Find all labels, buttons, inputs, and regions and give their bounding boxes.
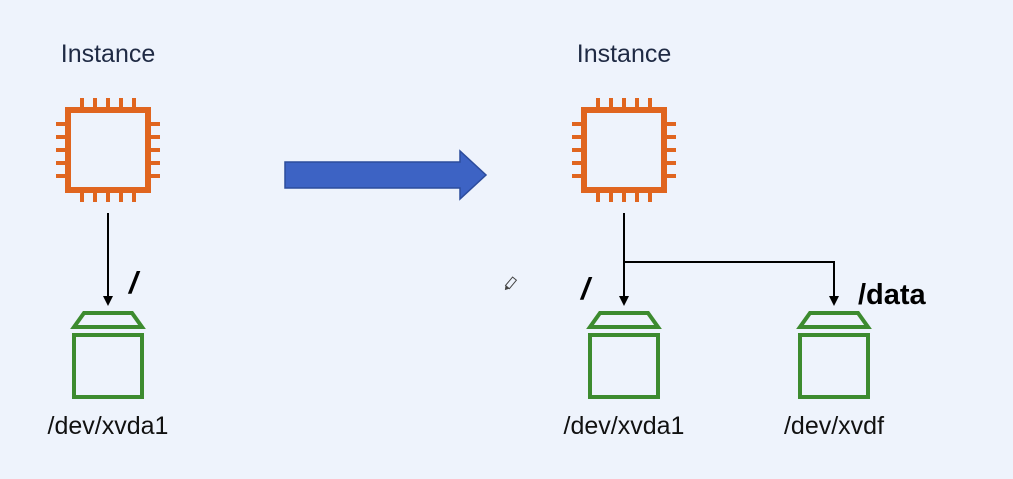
instance-title: Instance <box>60 40 156 68</box>
cpu-chip-icon <box>56 98 160 202</box>
cpu-chip-icon <box>572 98 676 202</box>
mount-point-label: / <box>129 265 138 300</box>
ebs-volume-icon <box>798 311 870 399</box>
device-label: /dev/xvda1 <box>47 412 169 440</box>
connector-branch-arrow <box>624 261 839 306</box>
ebs-volume-icon <box>588 311 660 399</box>
mount-point-label: / <box>581 271 590 306</box>
right-arrow-icon <box>284 149 488 201</box>
mount-point-label: /data <box>858 279 926 311</box>
device-label: /dev/xvdf <box>783 412 885 440</box>
instance-title: Instance <box>576 40 672 68</box>
ebs-volume-icon <box>72 311 144 399</box>
pencil-cursor-icon <box>504 276 518 291</box>
device-label: /dev/xvda1 <box>563 412 685 440</box>
